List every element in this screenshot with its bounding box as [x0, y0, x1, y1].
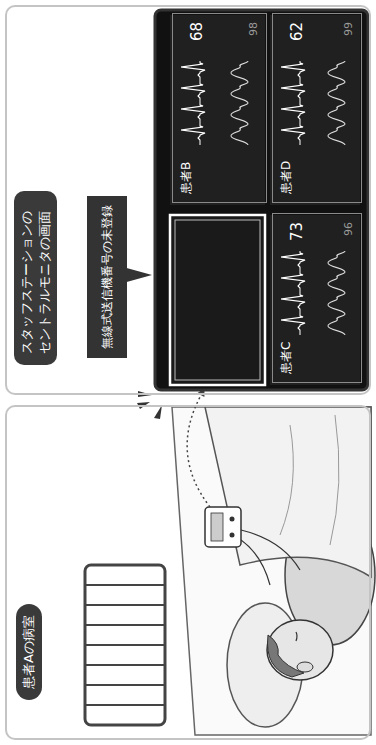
- tile-ground: [270, 215, 360, 385]
- pleth-trace: [228, 61, 252, 145]
- heart-rate: 62: [288, 22, 306, 41]
- patient-ear: [297, 662, 313, 672]
- callout-pointer: [123, 267, 152, 283]
- transmitter-button: [230, 517, 235, 522]
- patient-head: [267, 620, 333, 680]
- spo2-value: 96: [342, 222, 356, 236]
- blanket-fold: [330, 415, 339, 545]
- heart-rate: 68: [188, 22, 206, 41]
- transmitter-button: [230, 533, 235, 538]
- blanket: [205, 407, 371, 577]
- ecg-trace: [178, 61, 208, 145]
- patient-eye: [296, 632, 297, 641]
- panel-heading: スタッフステーションの セントラルモニタの画面: [14, 191, 57, 365]
- rail-bar: [85, 704, 165, 706]
- patient-hair: [268, 635, 305, 677]
- lead-wire: [241, 530, 300, 570]
- station-panel: 無線式送信機番号の未登録 患者B 68 98 患者C 73 96 患者D 62 99 スタッフステー…: [5, 5, 371, 395]
- pleth-trace: [228, 61, 252, 145]
- tile-ground: [270, 15, 360, 205]
- signal-path: [187, 397, 210, 507]
- monitor-tile: 患者C 73 96: [272, 213, 362, 383]
- ecg-trace: [278, 251, 308, 335]
- rail-frame: [85, 565, 165, 725]
- room-panel: 患者Aの病室: [5, 405, 371, 740]
- wireless-transmitter: [205, 507, 241, 547]
- callout-text: 無線式送信機番号の未登録: [99, 205, 116, 349]
- spo2-value: 98: [247, 22, 261, 36]
- rail-bar: [85, 664, 165, 666]
- patient-name: 患者C: [278, 342, 294, 374]
- unregistered-tile-inner: [175, 220, 260, 380]
- rail-bar: [85, 604, 165, 606]
- panel-heading: 患者Aの病室: [16, 604, 42, 700]
- ecg-trace: [278, 61, 308, 145]
- tile-ground: [170, 15, 265, 205]
- ecg-trace: [178, 61, 208, 145]
- rail-bar: [85, 644, 165, 646]
- central-monitor: [155, 10, 368, 390]
- spo2-value: 99: [342, 22, 356, 36]
- callout-box: 無線式送信機番号の未登録: [87, 196, 127, 358]
- pleth-trace: [325, 251, 349, 335]
- rail-bar: [85, 584, 165, 586]
- transmitter-display: [211, 513, 223, 541]
- monitor-tile: 患者D 62 99: [272, 13, 362, 203]
- rail-bar: [85, 684, 165, 686]
- patient-name: 患者D: [278, 161, 294, 194]
- lead-wire: [241, 540, 270, 585]
- blanket-fold: [280, 425, 293, 535]
- unregistered-tile: [170, 215, 265, 385]
- heart-rate: 73: [288, 222, 306, 241]
- rail-bar: [85, 624, 165, 626]
- pleth-trace: [325, 61, 349, 145]
- bed-rail: [85, 565, 165, 725]
- ecg-trace: [278, 251, 308, 335]
- monitor-tile: 患者B 68 98: [172, 13, 267, 203]
- pleth-trace: [325, 61, 349, 145]
- ecg-trace: [278, 61, 308, 145]
- patient-name: 患者B: [178, 162, 194, 194]
- pleth-trace: [325, 251, 349, 335]
- alert-mark: [154, 405, 162, 419]
